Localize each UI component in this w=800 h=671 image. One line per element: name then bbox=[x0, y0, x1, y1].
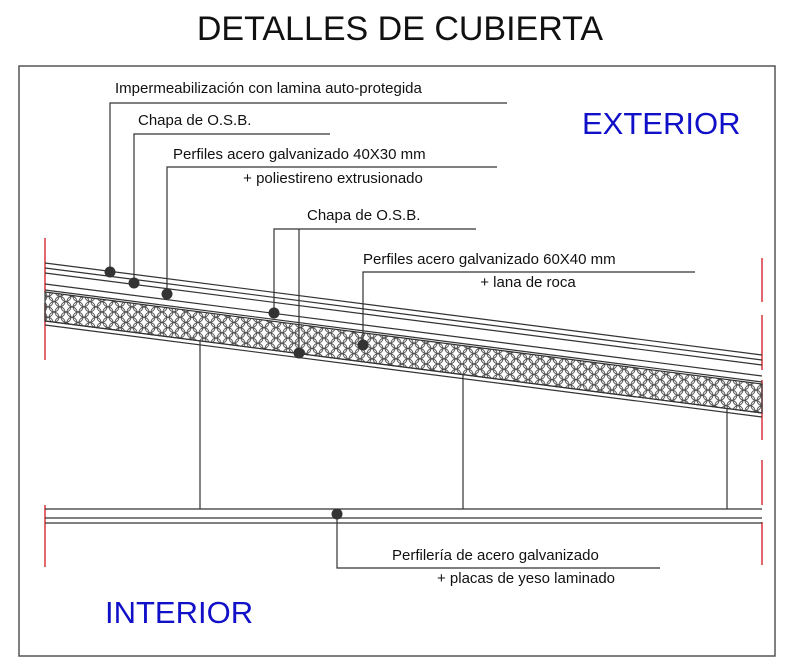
callout-perfiles-60x40-sub: + lana de roca bbox=[480, 274, 576, 291]
ceiling-layers bbox=[45, 508, 762, 524]
zone-label-exterior: EXTERIOR bbox=[582, 106, 741, 141]
callout-perfiles-40x30-sub: + poliestireno extrusionado bbox=[243, 170, 423, 187]
callout-chapa-osb-1: Chapa de O.S.B. bbox=[138, 112, 252, 129]
roof-layers bbox=[44, 262, 763, 383]
drawing-frame bbox=[18, 65, 776, 657]
callout-impermeabilizacion: Impermeabilización con lamina auto-prote… bbox=[115, 80, 422, 97]
insulation-band bbox=[44, 291, 763, 414]
callout-perfiles-60x40: Perfiles acero galvanizado 60X40 mm bbox=[363, 251, 616, 268]
diagram-title: DETALLES DE CUBIERTA bbox=[196, 10, 604, 48]
zone-label-interior: INTERIOR bbox=[105, 595, 254, 630]
callout-perfileria-techo: Perfilería de acero galvanizado bbox=[392, 547, 599, 564]
hangers bbox=[199, 341, 728, 509]
callout-chapa-osb-2: Chapa de O.S.B. bbox=[307, 207, 421, 224]
callout-perfiles-40x30: Perfiles acero galvanizado 40X30 mm bbox=[173, 146, 426, 163]
leader-lines bbox=[109, 102, 695, 569]
leader-dots bbox=[104, 266, 369, 520]
callout-perfileria-techo-sub: + placas de yeso laminado bbox=[436, 570, 616, 587]
